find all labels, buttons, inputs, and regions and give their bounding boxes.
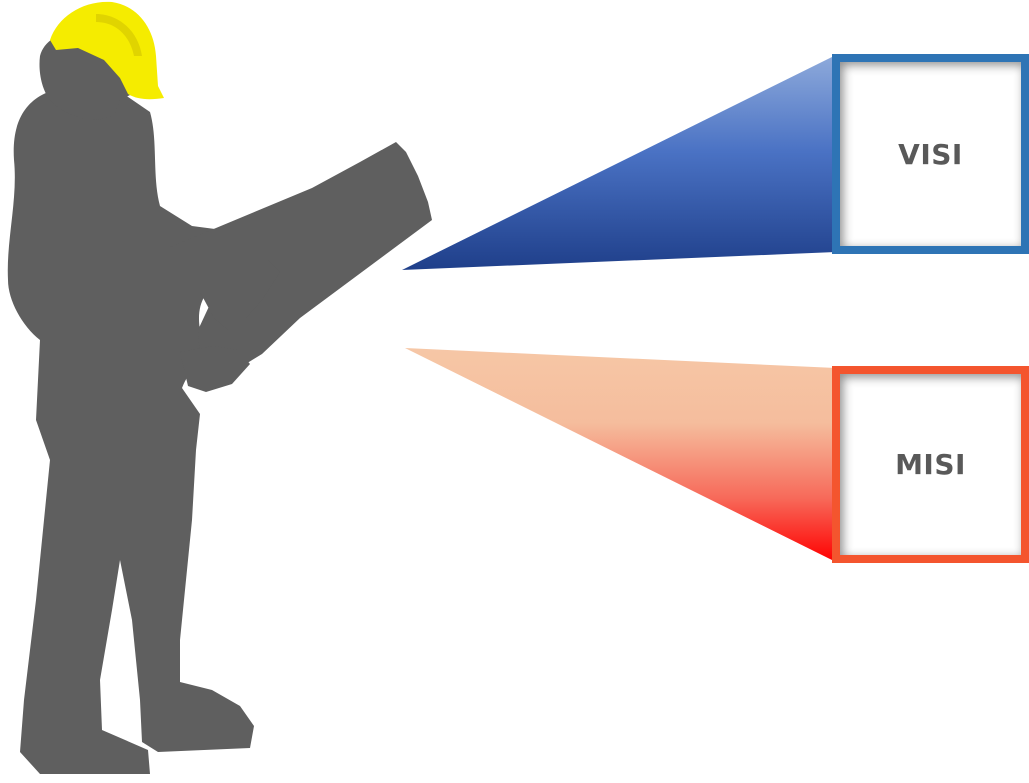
hard-hat-icon — [50, 1, 164, 100]
mission-beam — [405, 348, 836, 562]
vision-label: VISI — [898, 137, 963, 171]
worker-silhouette — [7, 31, 432, 774]
vision-beam — [402, 55, 836, 270]
mission-label: MISI — [895, 448, 966, 481]
vision-box: VISI — [832, 54, 1029, 254]
mission-box: MISI — [832, 366, 1029, 563]
